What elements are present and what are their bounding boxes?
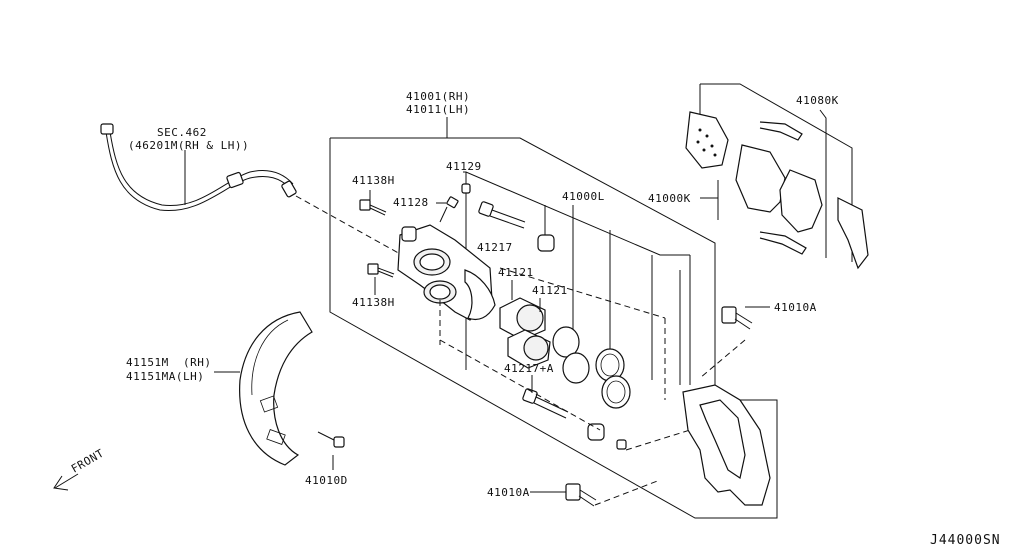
piston-upper xyxy=(499,297,546,341)
label-41010a-top: 41010A xyxy=(774,301,817,314)
label-41080k: 41080K xyxy=(796,94,839,107)
label-front: FRONT xyxy=(69,447,106,476)
front-arrow-icon xyxy=(53,473,79,491)
slide-pin xyxy=(478,201,526,229)
pad-clips xyxy=(759,121,869,270)
brake-hose xyxy=(100,123,297,212)
leader-lines xyxy=(214,190,770,493)
caliper-bolt-bottom xyxy=(367,263,395,278)
label-41138h-bottom: 41138H xyxy=(352,296,395,309)
label-41217: 41217 xyxy=(477,241,513,254)
pin-boot-top xyxy=(537,234,555,252)
piston-seals xyxy=(552,326,631,409)
label-caliper-lh: 41011(LH) xyxy=(406,103,470,116)
label-shield-lh: 41151MA(LH) xyxy=(126,370,204,383)
pin-boot-bottom xyxy=(587,423,605,441)
caliper-assembly-box xyxy=(329,117,778,519)
label-41000k: 41000K xyxy=(648,192,691,205)
label-41010d: 41010D xyxy=(305,474,348,487)
label-shield-rh: 41151M (RH) xyxy=(126,356,211,369)
slide-pin-a xyxy=(522,388,569,419)
label-sec462: SEC.462 xyxy=(157,126,207,139)
label-41217a: 41217+A xyxy=(504,362,554,375)
piston-lower xyxy=(507,329,551,369)
label-41128: 41128 xyxy=(393,196,429,209)
brake-pads xyxy=(685,111,823,233)
label-41121-a: 41121 xyxy=(498,266,534,279)
seal-kit-box xyxy=(463,171,691,385)
label-caliper-rh: 41001(RH) xyxy=(406,90,470,103)
bleeder-screw xyxy=(439,196,459,223)
mount-bolt-bottom xyxy=(565,483,597,507)
label-41138h-top: 41138H xyxy=(352,174,395,187)
pin-cap xyxy=(616,439,627,450)
label-41129: 41129 xyxy=(446,160,482,173)
dust-shield xyxy=(239,311,313,466)
hose-leader xyxy=(295,195,403,256)
drawing-code: J44000SN xyxy=(930,533,1001,548)
label-41000l: 41000L xyxy=(562,190,605,203)
mount-bolt-top xyxy=(721,306,753,330)
label-41121-b: 41121 xyxy=(532,284,568,297)
caliper-bolt-top xyxy=(359,199,387,216)
assembly-guides xyxy=(439,267,746,506)
shield-bolt xyxy=(317,431,345,448)
bleeder-cap xyxy=(461,183,471,194)
caliper-body xyxy=(397,224,496,321)
label-41010a-bottom: 41010A xyxy=(487,486,530,499)
torque-member xyxy=(682,384,771,506)
label-hose: (46201M(RH & LH)) xyxy=(128,139,249,152)
